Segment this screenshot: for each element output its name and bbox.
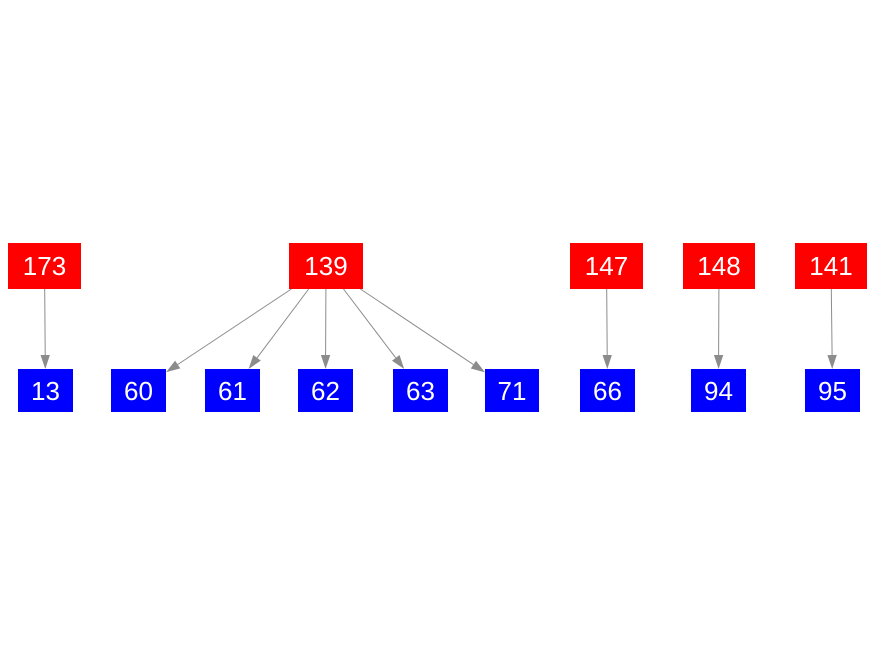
node-label: 173 xyxy=(22,251,67,281)
arrowhead-icon xyxy=(40,355,50,369)
edge-139-60 xyxy=(166,288,292,373)
node-94: 94 xyxy=(691,369,746,412)
arrowhead-icon xyxy=(248,355,261,369)
arrowhead-icon xyxy=(392,355,405,369)
node-label: 62 xyxy=(311,375,340,406)
edge-line xyxy=(177,288,292,365)
node-label: 147 xyxy=(584,251,629,281)
arrowhead-icon xyxy=(166,360,181,373)
arrowhead-icon xyxy=(320,355,331,369)
node-label: 141 xyxy=(809,251,853,281)
edge-line xyxy=(343,288,397,359)
node-label: 13 xyxy=(31,375,60,406)
arrowhead-icon xyxy=(713,355,724,369)
node-label: 66 xyxy=(593,375,622,406)
node-63: 63 xyxy=(393,369,448,412)
edge-line xyxy=(360,288,474,366)
arrowhead-icon xyxy=(602,355,612,369)
edge-line xyxy=(44,288,46,356)
node-label: 94 xyxy=(704,375,733,406)
edge-147-66 xyxy=(602,288,612,369)
node-141: 141 xyxy=(795,243,867,289)
edge-148-94 xyxy=(713,288,724,369)
edge-139-63 xyxy=(343,288,405,369)
node-71: 71 xyxy=(485,369,539,412)
node-label: 60 xyxy=(124,375,153,406)
node-173: 173 xyxy=(8,243,81,289)
node-label: 148 xyxy=(697,251,741,281)
node-label: 71 xyxy=(497,375,527,406)
edge-139-62 xyxy=(320,288,331,369)
node-label: 63 xyxy=(406,375,435,406)
edge-141-95 xyxy=(827,288,837,369)
node-61: 61 xyxy=(205,369,260,412)
node-148: 148 xyxy=(683,243,755,289)
edge-line xyxy=(256,288,310,359)
node-label: 95 xyxy=(818,375,847,406)
arrowhead-icon xyxy=(827,354,837,369)
node-label: 61 xyxy=(218,375,247,406)
arrowhead-icon xyxy=(470,360,485,373)
node-label: 139 xyxy=(304,251,348,281)
node-62: 62 xyxy=(298,369,353,412)
edge-line xyxy=(606,288,608,356)
node-66: 66 xyxy=(580,369,635,412)
node-139: 139 xyxy=(289,243,363,289)
edge-139-71 xyxy=(360,288,485,373)
node-95: 95 xyxy=(805,369,860,412)
edge-173-13 xyxy=(40,288,50,369)
edge-139-61 xyxy=(248,288,310,369)
node-60: 60 xyxy=(111,369,166,412)
node-13: 13 xyxy=(18,369,73,412)
edge-line xyxy=(830,288,833,356)
node-147: 147 xyxy=(570,243,643,289)
